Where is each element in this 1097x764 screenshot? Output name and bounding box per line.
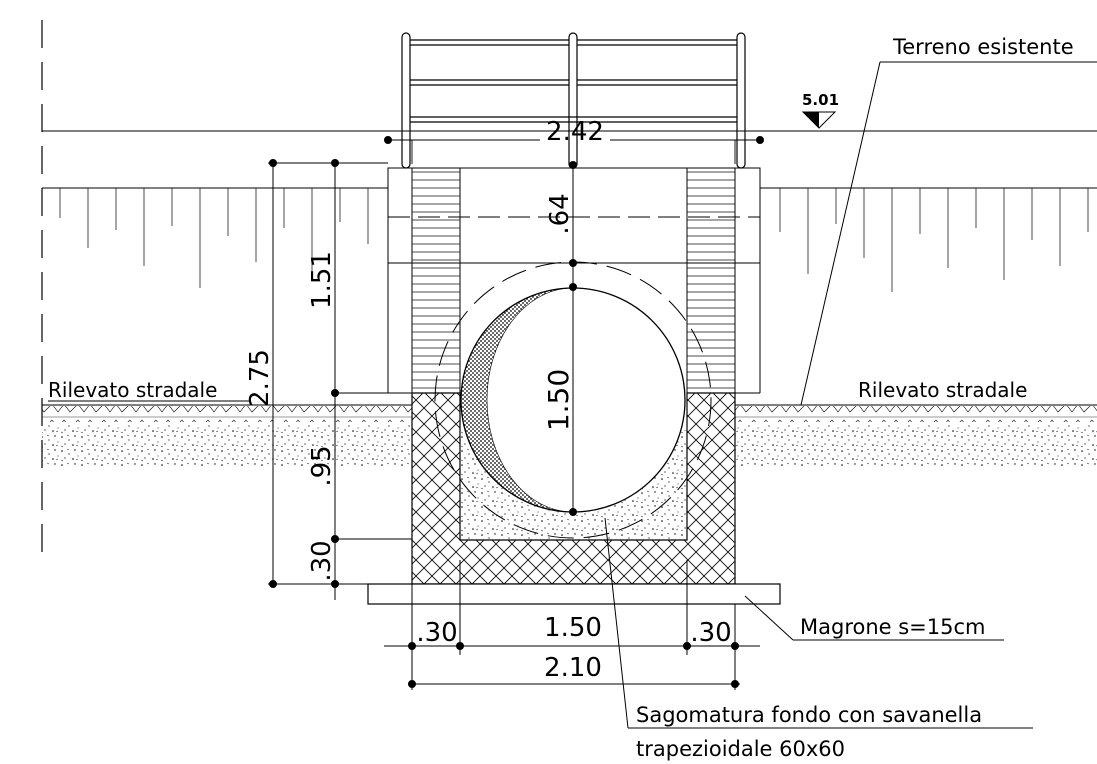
leader-sagomatura <box>604 517 1033 729</box>
wall-right-upper <box>686 167 736 394</box>
embankment-zigzag-left <box>42 406 412 422</box>
dimension-base-height-label: .30 <box>307 540 337 581</box>
dimension-bottom-horizontals <box>384 560 760 690</box>
dimension-wall-right-label: .30 <box>690 618 731 648</box>
leader-magrone <box>744 595 1004 641</box>
label-magrone: Magrone s=15cm <box>800 615 986 639</box>
label-rilevato-right: Rilevato stradale <box>858 378 1027 402</box>
terrain-hatch <box>59 188 1089 292</box>
lean-concrete-slab <box>367 583 781 605</box>
dimension-inner-width-label: 1.50 <box>544 613 602 643</box>
dimension-cover-label: .64 <box>545 193 575 234</box>
dimension-upper-height-label: 1.51 <box>307 251 337 309</box>
dimension-cover <box>569 161 577 516</box>
wall-left-upper <box>411 167 461 394</box>
label-terreno: Terreno esistente <box>892 35 1074 59</box>
elevation-value: 5.01 <box>802 91 839 109</box>
dimension-left-verticals <box>268 159 412 600</box>
label-sagomatura-line1: Sagomatura fondo con savanella <box>636 703 982 727</box>
embankment-zigzag-right <box>735 406 1097 422</box>
label-sagomatura-line2: trapezioidale 60x60 <box>636 737 845 761</box>
label-rilevato-left: Rilevato stradale <box>48 378 217 402</box>
dimension-lower-height-label: .95 <box>307 445 337 486</box>
dimension-top-width-label: 2.42 <box>546 117 604 147</box>
embankment-gravel-left <box>42 424 412 466</box>
dimension-pipe-diameter-label: 1.50 <box>542 369 575 431</box>
leader-terreno <box>800 61 1097 406</box>
embankment-gravel-right <box>735 424 1097 466</box>
dimension-outer-width-label: 2.10 <box>544 653 602 683</box>
dimension-top-width <box>384 136 764 144</box>
dimension-total-height-label: 2.75 <box>245 349 275 407</box>
dimension-wall-left-label: .30 <box>416 618 457 648</box>
railing <box>401 32 746 169</box>
elevation-marker: 5.01 <box>801 91 839 129</box>
